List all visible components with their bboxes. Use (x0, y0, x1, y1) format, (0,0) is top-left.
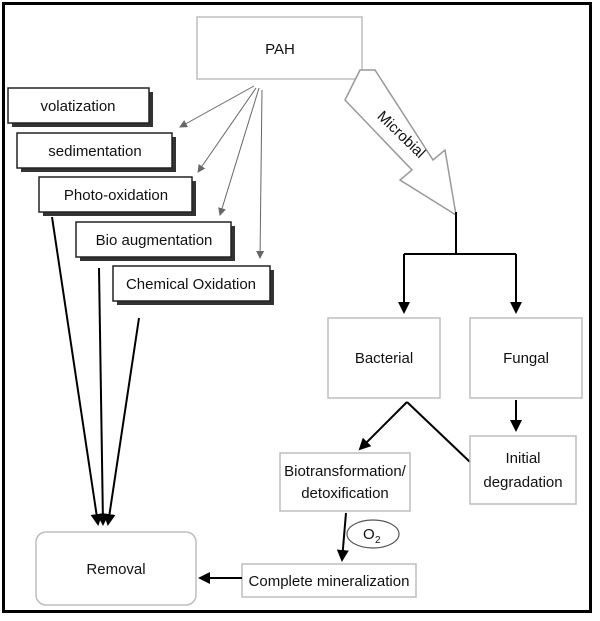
microbial-branch-connector (398, 212, 522, 314)
chemical-oxidation-node: Chemical Oxidation (112, 265, 274, 305)
bacterial-node: Bacterial (327, 317, 441, 399)
bio-augmentation-label: Bio augmentation (96, 232, 213, 249)
photo-oxidation-label: Photo-oxidation (64, 187, 168, 204)
biotransformation-node: Biotransformation/ detoxification (279, 452, 411, 512)
fungal-node: Fungal (469, 317, 583, 399)
abiotic-to-removal-arrows (51, 216, 140, 526)
sedimentation-label: sedimentation (48, 143, 141, 160)
pah-node: PAH (196, 16, 363, 80)
pah-to-abiotic-arrows (179, 85, 265, 259)
bio-augmentation-node: Bio augmentation (75, 221, 235, 261)
fungal-label: Fungal (503, 350, 549, 367)
complete-mineralization-label: Complete mineralization (249, 573, 410, 590)
microbial-arrow: Microbial (344, 69, 458, 217)
chemical-oxidation-label: Chemical Oxidation (126, 276, 256, 293)
organism-downstream-arrows (358, 400, 522, 463)
oxygen-subscript: 2 (375, 535, 381, 546)
oxygen-label: O (363, 526, 375, 543)
sedimentation-node: sedimentation (16, 132, 176, 172)
biotransformation-to-mineralization-arrow (336, 512, 349, 562)
initial-degradation-label-line1: Initial (505, 450, 540, 467)
initial-degradation-node: Initial degradation (469, 435, 577, 505)
initial-degradation-label-line2: degradation (483, 474, 562, 491)
photo-oxidation-node: Photo-oxidation (38, 176, 196, 216)
bacterial-label: Bacterial (355, 350, 413, 367)
oxygen-badge: O 2 (346, 519, 400, 549)
complete-mineralization-node: Complete mineralization (241, 563, 417, 598)
biotransformation-label-line2: detoxification (301, 485, 389, 502)
volatization-label: volatization (40, 98, 115, 115)
removal-node: Removal (35, 531, 197, 606)
removal-label: Removal (86, 561, 145, 578)
pah-label: PAH (265, 41, 295, 58)
volatization-node: volatization (7, 87, 153, 127)
biotransformation-label-line1: Biotransformation/ (284, 463, 407, 480)
